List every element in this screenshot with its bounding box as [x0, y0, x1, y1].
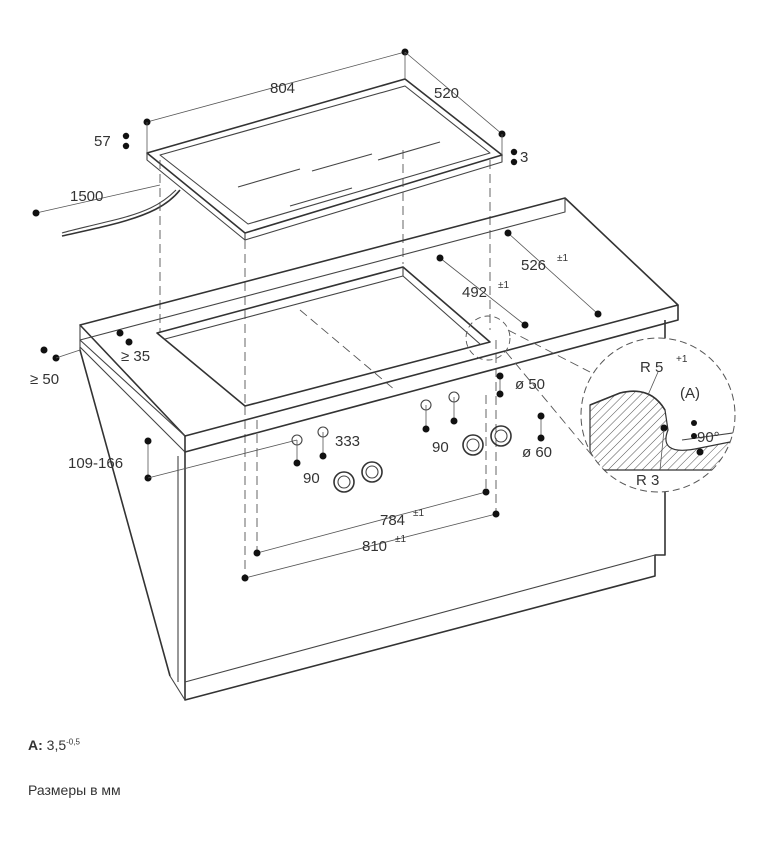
cutout-dimensions [40, 229, 602, 582]
label-knob-hole-right: 90 [432, 439, 449, 456]
worktop-cutout [156, 266, 491, 407]
label-cut-width: 810 [362, 538, 387, 555]
knob-left-2 [361, 461, 383, 483]
note-units: Размеры в мм [28, 782, 121, 798]
knob-left-1 [333, 471, 355, 493]
label-knob-hole-left: 90 [303, 470, 320, 487]
label-angle: 90° [697, 429, 720, 446]
label-rear-distance: ≥ 35 [121, 348, 150, 365]
label-thickness-hob: 57 [94, 133, 111, 150]
label-knob-diameter: ø 60 [522, 444, 552, 461]
label-cut-width-tol: ±1 [395, 534, 406, 545]
label-cut-width-inner: 784 [380, 512, 405, 529]
label-cut-depth-tol: ±1 [557, 253, 568, 264]
label-depth: 520 [434, 85, 459, 102]
hob [61, 78, 503, 241]
label-hole-diameter: ø 50 [515, 376, 545, 393]
worktop-front [184, 305, 679, 453]
projection-lines [159, 150, 497, 578]
label-radius-top-tol: +1 [676, 354, 688, 365]
label-radius-bottom: R 3 [636, 472, 659, 489]
label-cut-depth-inner-tol: ±1 [498, 280, 509, 291]
note-a-tolerance: -0,5 [66, 737, 80, 747]
note-a-value: 3,5 [46, 737, 67, 753]
note-a-label: A: [28, 737, 43, 753]
label-knob-height: 109-166 [68, 455, 123, 472]
label-thickness-edge: 3 [520, 149, 528, 166]
hob-inner [159, 85, 491, 225]
dimension-labels: 804 520 57 3 1500 526 ±1 492 ±1 ≥ 35 ≥ 5… [30, 80, 720, 555]
label-cut-depth: 526 [521, 257, 546, 274]
control-knobs [291, 391, 512, 493]
detail-view-a [465, 315, 736, 493]
counter-cabinet [79, 197, 679, 701]
note-a: A: 3,5-0,5 [28, 737, 80, 753]
label-radius-top: R 5 [640, 359, 663, 376]
hob-outer [146, 78, 503, 234]
knob-right-2 [490, 425, 512, 447]
knob-right-1 [462, 434, 484, 456]
label-length: 804 [270, 80, 295, 97]
label-front-distance: ≥ 50 [30, 371, 59, 388]
label-detail-a: (A) [680, 385, 700, 402]
label-cut-width-inner-tol: ±1 [413, 508, 424, 519]
cooking-zone-marks [237, 141, 441, 207]
label-cable: 1500 [70, 188, 103, 205]
hob-dimensions [32, 48, 518, 217]
label-knob-spacing: 333 [335, 433, 360, 450]
power-cable [61, 189, 181, 237]
label-cut-depth-inner: 492 [462, 284, 487, 301]
cabinet-body [79, 346, 186, 453]
